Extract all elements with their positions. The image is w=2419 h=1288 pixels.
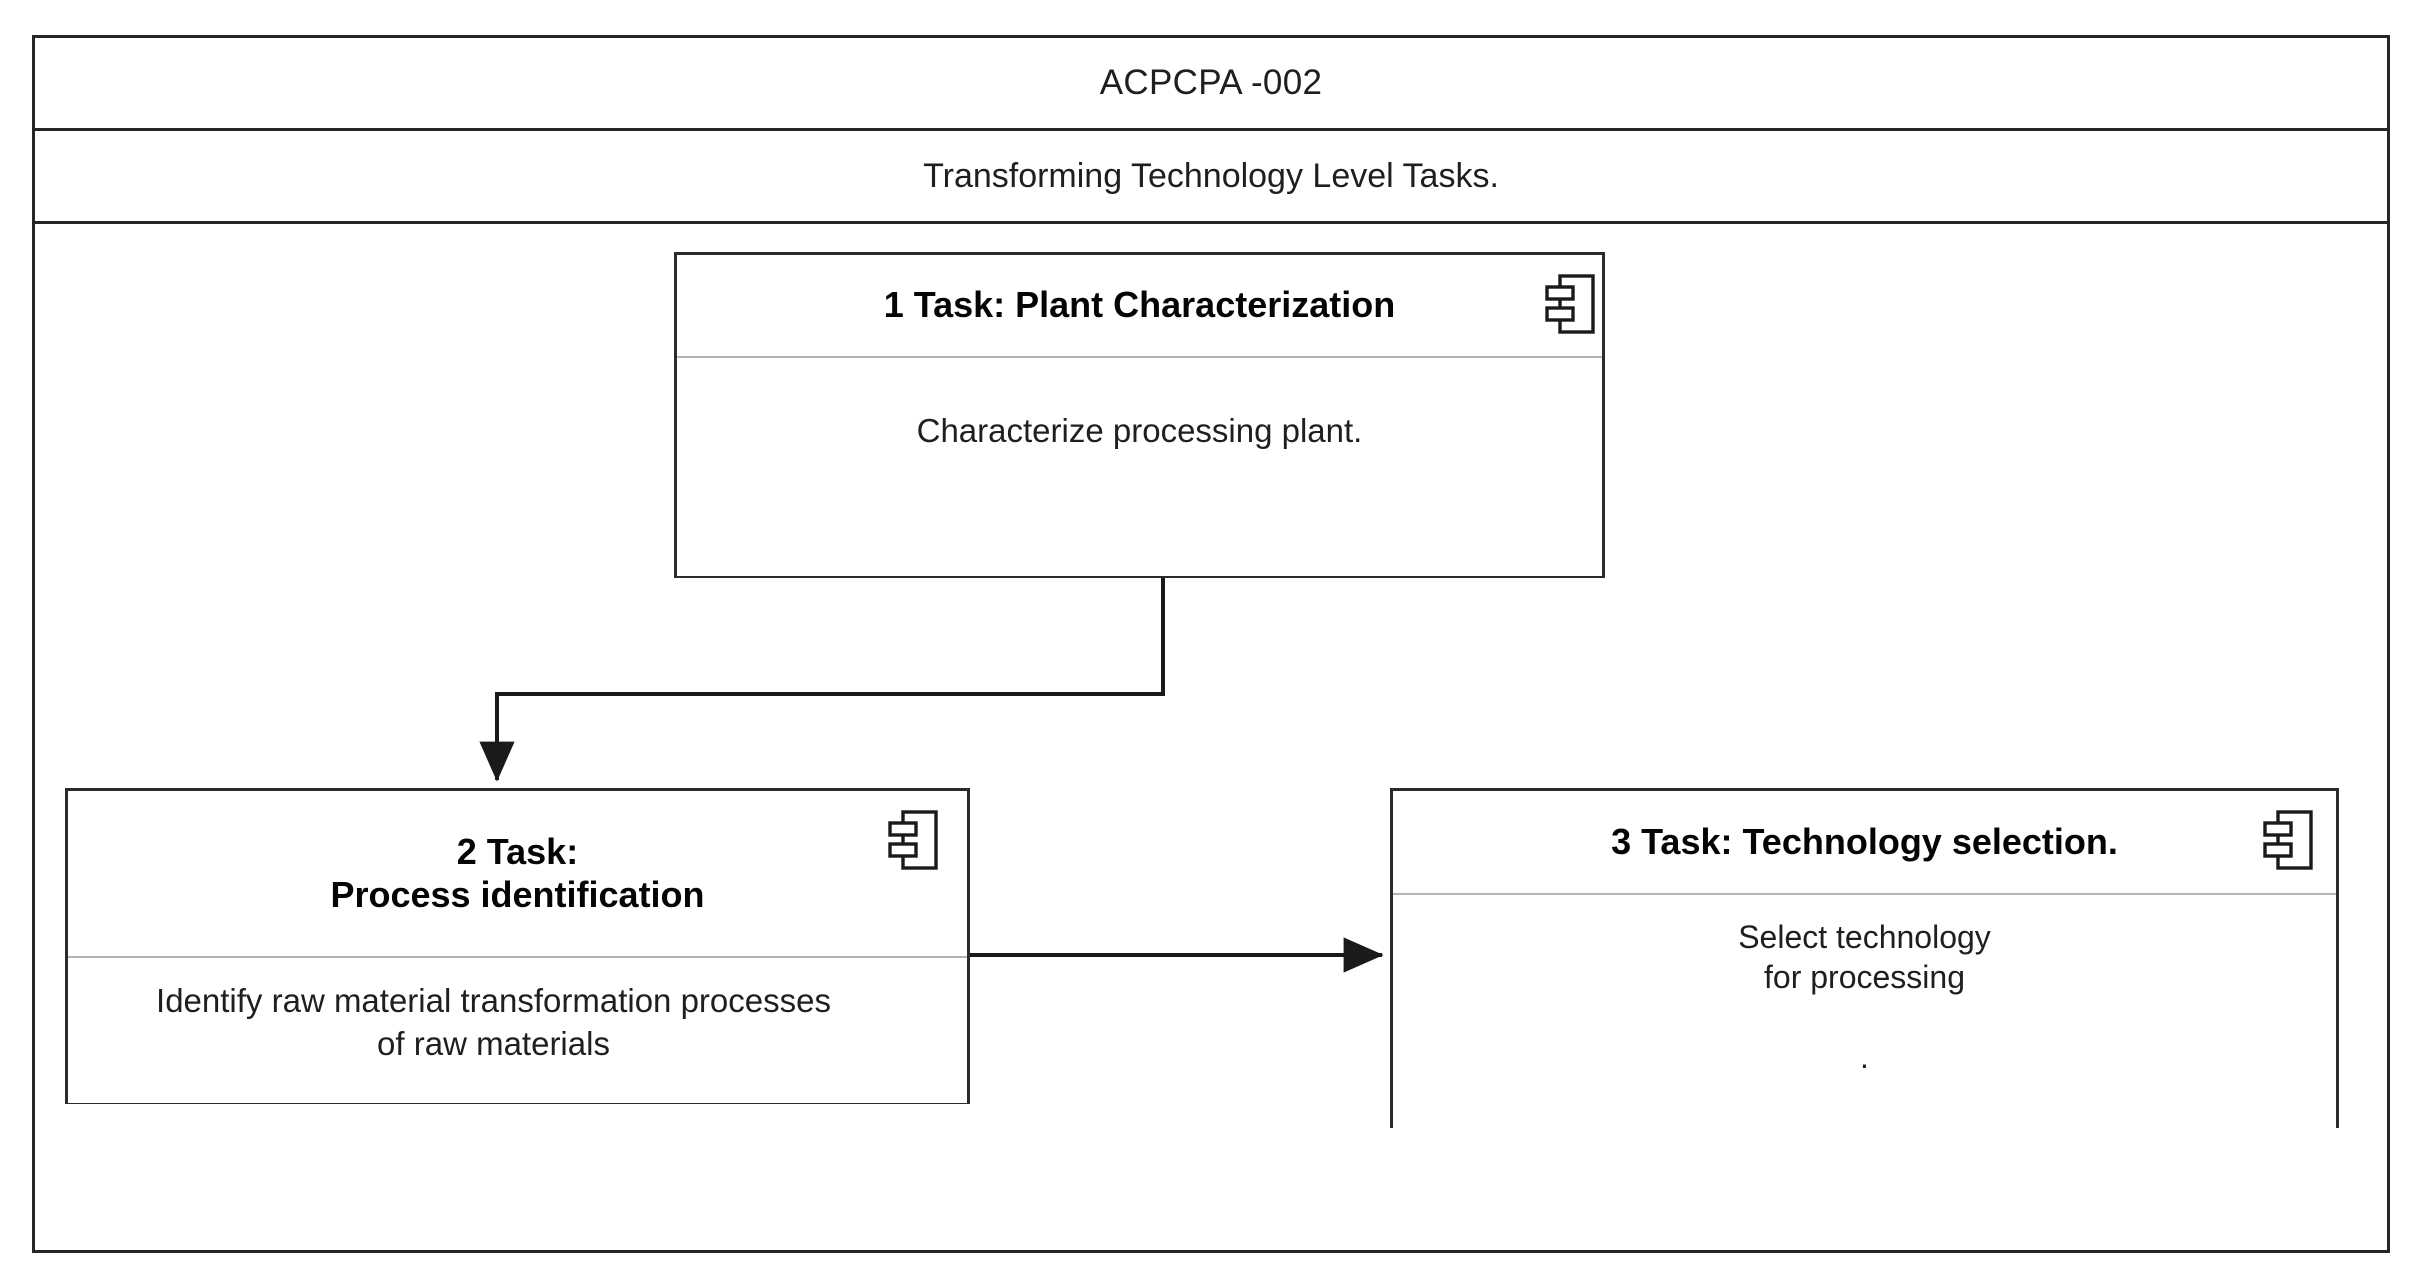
node-body: Select technology for processing . xyxy=(1393,895,2336,1128)
node-header-label: 1 Task: Plant Characterization xyxy=(883,284,1396,326)
frame-subtitle: Transforming Technology Level Tasks. xyxy=(923,156,1499,195)
node-body-text: Identify raw material transformation pro… xyxy=(156,982,831,1062)
node-header-label: 3 Task: Technology selection. xyxy=(1611,820,2118,862)
frame-title-row: ACPCPA -002 xyxy=(35,38,2387,131)
node-body: Identify raw material transformation pro… xyxy=(68,958,967,1103)
uml-component-icon xyxy=(1545,274,1595,334)
uml-component-icon xyxy=(2263,810,2313,870)
node-header: 1 Task: Plant Characterization xyxy=(677,255,1602,358)
frame-title: ACPCPA -002 xyxy=(1099,63,1323,102)
node-body-text: Select technology for processing . xyxy=(1738,919,1991,1075)
uml-component-icon xyxy=(888,810,938,870)
frame-subtitle-row: Transforming Technology Level Tasks. xyxy=(35,131,2387,224)
node-header: 2 Task: Process identification xyxy=(68,791,967,958)
task-node-process-identification[interactable]: 2 Task: Process identification Identify … xyxy=(65,788,970,1104)
node-header: 3 Task: Technology selection. xyxy=(1393,791,2336,895)
node-body: Characterize processing plant. xyxy=(677,358,1602,576)
task-node-technology-selection[interactable]: 3 Task: Technology selection. Select tec… xyxy=(1390,788,2339,1128)
task-node-plant-characterization[interactable]: 1 Task: Plant Characterization Character… xyxy=(674,252,1605,578)
node-header-label: 2 Task: Process identification xyxy=(330,831,705,915)
node-body-text: Characterize processing plant. xyxy=(916,412,1363,449)
